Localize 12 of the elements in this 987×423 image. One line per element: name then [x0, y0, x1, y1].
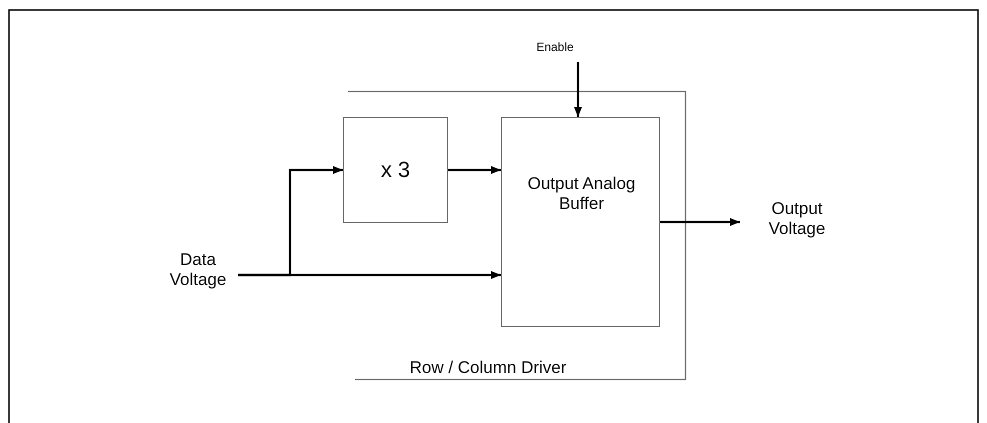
- arrow: [448, 166, 501, 174]
- signal-label: Data Voltage: [168, 250, 228, 291]
- block-label: Output Analog Buffer: [527, 174, 636, 215]
- signal-label: Output Voltage: [768, 199, 826, 240]
- arrow: [574, 62, 582, 117]
- arrow: [660, 218, 740, 226]
- arrow: [238, 271, 501, 279]
- signal-label: Enable: [535, 40, 575, 54]
- multiplier-box: [343, 117, 448, 223]
- block-label: Row / Column Driver: [408, 358, 568, 378]
- buffer-box: [501, 117, 660, 327]
- block-label: x 3: [380, 156, 412, 184]
